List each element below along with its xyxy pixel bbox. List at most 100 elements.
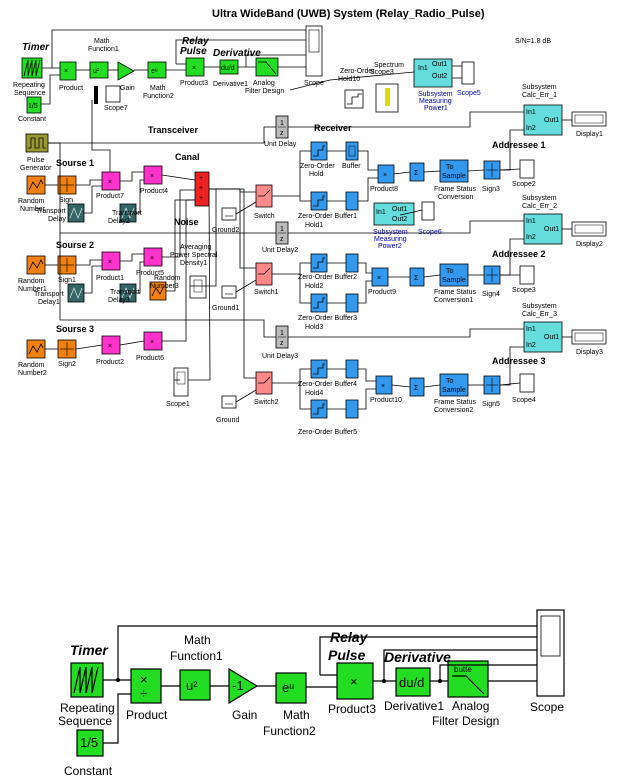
zoom-math-function2-block[interactable]: eᵘ [275,672,307,704]
subsystem-pm1-block[interactable]: In1 Out1 Out2 [413,58,453,88]
math-function1-block[interactable]: u² [89,61,109,79]
canal-sum-block[interactable]: + + + [194,171,210,207]
random-number1-block[interactable] [26,255,46,275]
buffer3-block[interactable] [345,293,359,313]
zoom-gain-block[interactable]: -1 [228,667,259,705]
product8-block[interactable]: × [377,164,395,184]
constant-block[interactable]: 1/5 [26,96,42,114]
product1-block[interactable]: × [101,251,121,271]
ground1-block[interactable] [221,285,237,299]
ground-block[interactable] [221,395,237,409]
gain-block[interactable] [117,61,135,81]
svg-text:×: × [377,275,381,282]
unit-delay-block[interactable]: 1z [275,115,289,139]
sign4-block[interactable] [483,265,501,285]
unit-delay3-label: Unit Delay3 [262,353,298,360]
display2-block[interactable] [571,221,607,237]
sign3-block[interactable] [483,160,501,180]
ground2-block[interactable] [221,207,237,221]
product4-block[interactable]: × [143,165,163,185]
svg-text:eᵘ: eᵘ [282,680,294,695]
zoh3-block[interactable] [310,293,328,313]
transport-delay-block[interactable] [67,203,85,223]
subsystem-ce3-block[interactable]: In1 In2 Out1 [523,321,563,353]
buffer2-block[interactable] [345,253,359,273]
spectrum-scope-block[interactable] [375,83,399,113]
zoh2-label: Hold2 [305,283,323,290]
analog-filter-block[interactable] [255,57,279,77]
transport-delay1-block[interactable] [67,283,85,303]
zoom-constant-block[interactable]: 1/5 [76,729,104,757]
random-number-block[interactable] [26,175,46,195]
scope-block[interactable] [305,25,323,77]
unit-delay3-block[interactable]: 1z [275,325,289,349]
zoh4-block[interactable] [310,359,328,379]
scope5-block[interactable] [461,61,475,85]
sign-block[interactable] [57,175,77,195]
zoom-scope-block[interactable] [536,609,565,697]
zoom-derivative1-block[interactable]: du/d [395,667,431,697]
zoh2-block[interactable] [310,253,328,273]
subsystem-ce2-block[interactable]: In1 In2 Out1 [523,213,563,245]
math-function2-block[interactable]: eᵘ [147,61,167,79]
buffer1-block[interactable] [345,191,359,211]
sign5-block[interactable] [483,375,501,395]
zoom-repeating-sequence-block[interactable] [70,662,104,698]
svg-text:Σ: Σ [414,275,419,282]
zoom-analog-filter-block[interactable]: butte [447,660,489,698]
product9-block[interactable]: × [371,267,389,287]
derivative1-label: Derivative1 [213,81,248,88]
product6-block[interactable]: × [143,331,163,351]
sum1-block[interactable]: Σ [409,162,425,182]
buffer5-block[interactable] [345,399,359,419]
scope6-block[interactable] [421,201,435,221]
zoh5-block[interactable] [310,399,328,419]
zoh-block[interactable] [310,141,328,161]
sign1-block[interactable] [57,255,77,275]
product10-block[interactable]: × [375,375,393,395]
sign2-block[interactable] [57,339,77,359]
random-number3-block[interactable] [149,281,167,301]
averaging-psd-block[interactable] [189,275,207,299]
product-block[interactable]: × [59,61,77,81]
zoom-product-block[interactable]: × ÷ [130,668,162,704]
zoh1-block[interactable] [310,191,328,211]
scope3-block[interactable] [519,265,535,285]
repeating-sequence-block[interactable] [21,57,43,79]
product7-block[interactable]: × [101,171,121,191]
zoom-math-function1-block[interactable]: u² [179,669,211,701]
product2-block[interactable]: × [101,335,121,355]
product3-block[interactable]: × [185,57,205,77]
zoom-gain-label: Gain [232,708,257,722]
random-number2-block[interactable] [26,339,46,359]
gain-label: Gain [120,85,135,92]
display3-block[interactable] [571,329,607,345]
zoom-product-label: Product [126,708,168,722]
zoom-product3-block[interactable]: × [336,662,374,700]
scope1-block[interactable] [173,367,189,397]
scope2-block[interactable] [519,159,535,179]
sum3-block[interactable]: Σ [409,377,425,397]
buffer4-block[interactable] [345,359,359,379]
product5-block[interactable]: × [143,247,163,267]
subsystem-pm2-block[interactable]: In1 Out1 Out2 [373,202,415,226]
zoh10-block[interactable] [344,89,364,109]
display1-block[interactable] [571,111,607,127]
switch1-block[interactable] [255,262,273,286]
pulse-generator-block[interactable] [25,133,49,153]
scope7-block[interactable] [94,85,121,104]
unit-delay2-block[interactable]: 1z [275,221,289,245]
buffer-block[interactable] [345,141,359,161]
switch2-block[interactable] [255,371,273,395]
scope4-block[interactable] [519,373,535,393]
zoom-product3-label: Product3 [328,702,376,716]
switch-block[interactable] [255,184,273,208]
derivative1-block[interactable]: du/d [219,59,239,75]
sum2-block[interactable]: Σ [409,267,425,287]
subsystem-ce1-block[interactable]: In1 In2 Out1 [523,104,563,136]
